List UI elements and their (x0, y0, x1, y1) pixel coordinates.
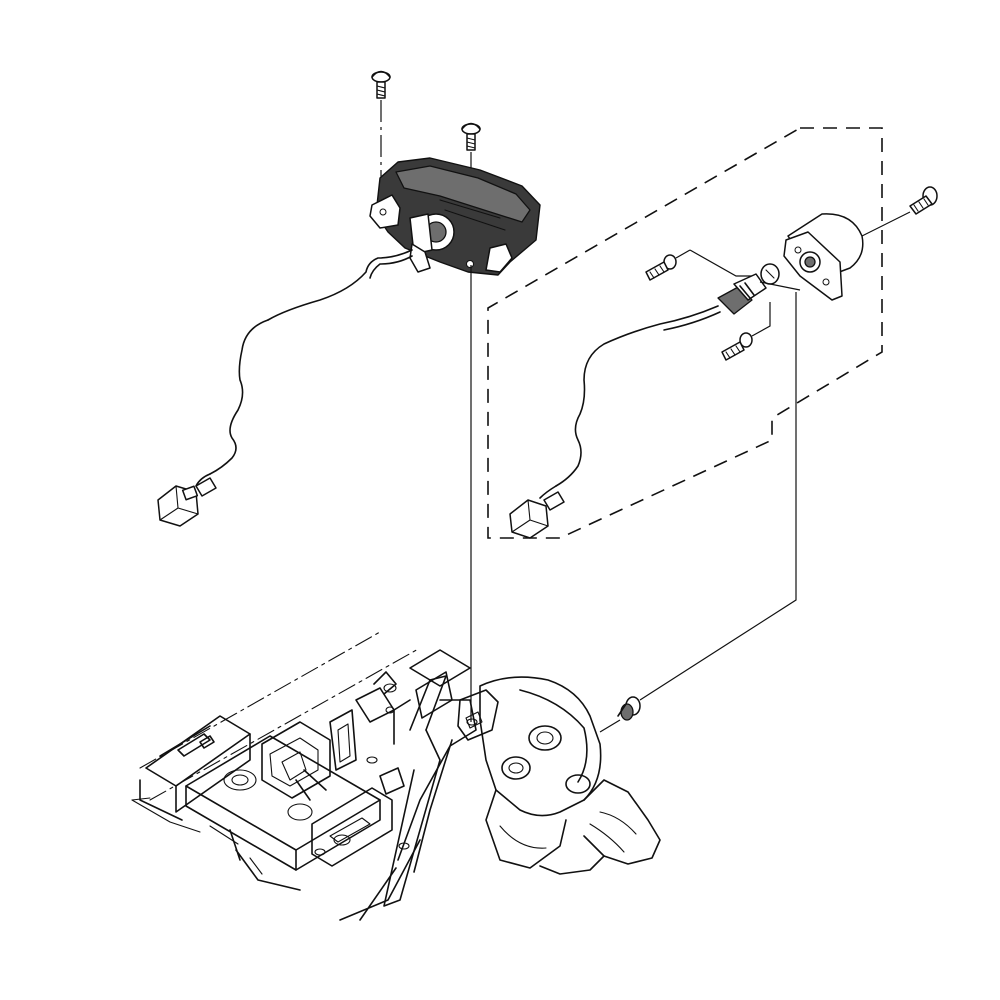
screw-right (857, 186, 938, 239)
screw-inset-lower (721, 302, 771, 361)
connector-inset (509, 491, 565, 539)
bulb (760, 263, 780, 285)
bulb-socket (717, 273, 801, 315)
screw-inset-upper (645, 249, 756, 281)
lamp-wire-harness (195, 249, 413, 487)
inset-wire-harness (539, 305, 721, 499)
grommet-leader (639, 292, 797, 701)
vehicle-frame (131, 631, 661, 921)
screw-top-left (371, 70, 391, 190)
connector-left (157, 477, 217, 527)
grommet (599, 696, 641, 733)
lamp-housing (369, 157, 541, 276)
inset-dashed-outline (487, 127, 883, 539)
side-lamp-body (783, 213, 864, 301)
